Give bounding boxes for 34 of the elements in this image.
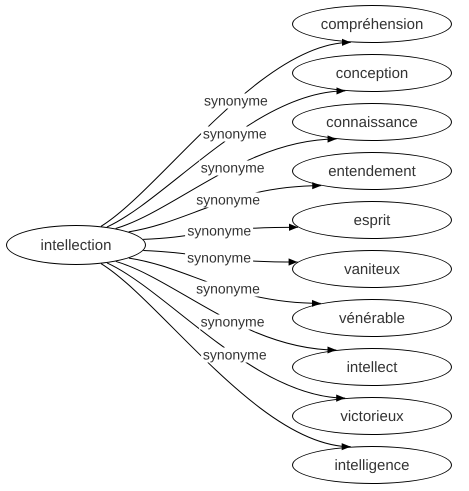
word-label: intellect <box>346 358 398 376</box>
word-label: conception <box>336 64 408 82</box>
word-ellipse <box>292 152 452 190</box>
word-label: intellection <box>40 236 112 254</box>
edge-label: synonyme <box>194 281 262 296</box>
arrow <box>106 88 346 228</box>
word-ellipse <box>292 5 452 43</box>
edge-label: synonyme <box>198 160 267 176</box>
word-ellipse <box>292 446 452 484</box>
word-label: intelligence <box>334 456 410 474</box>
word-ellipse <box>292 397 452 435</box>
edge-label: synonyme <box>185 250 253 266</box>
edge-label: synonyme <box>200 126 269 142</box>
word-label: vénérable <box>339 310 405 326</box>
word-label: victorieux <box>340 408 404 424</box>
edge-label: synonyme <box>194 192 262 208</box>
word-ellipse <box>292 103 452 141</box>
arrow <box>106 262 346 401</box>
edge-label: synonyme <box>200 347 269 362</box>
arrow <box>100 40 352 227</box>
word-ellipse <box>6 225 146 265</box>
word-ellipse <box>292 201 452 239</box>
word-ellipse <box>292 348 452 386</box>
edge-label: synonyme <box>198 314 266 330</box>
word-label: entendement <box>328 162 416 180</box>
arrow <box>100 263 352 450</box>
edge-label: synonyme <box>202 94 270 109</box>
word-ellipse <box>292 299 452 337</box>
word-label: connaissance <box>326 114 418 130</box>
word-ellipse <box>292 250 452 288</box>
word-label: vaniteux <box>344 260 400 278</box>
word-label: compréhension <box>320 16 424 32</box>
word-ellipse <box>292 54 452 92</box>
word-label: esprit <box>354 212 390 228</box>
